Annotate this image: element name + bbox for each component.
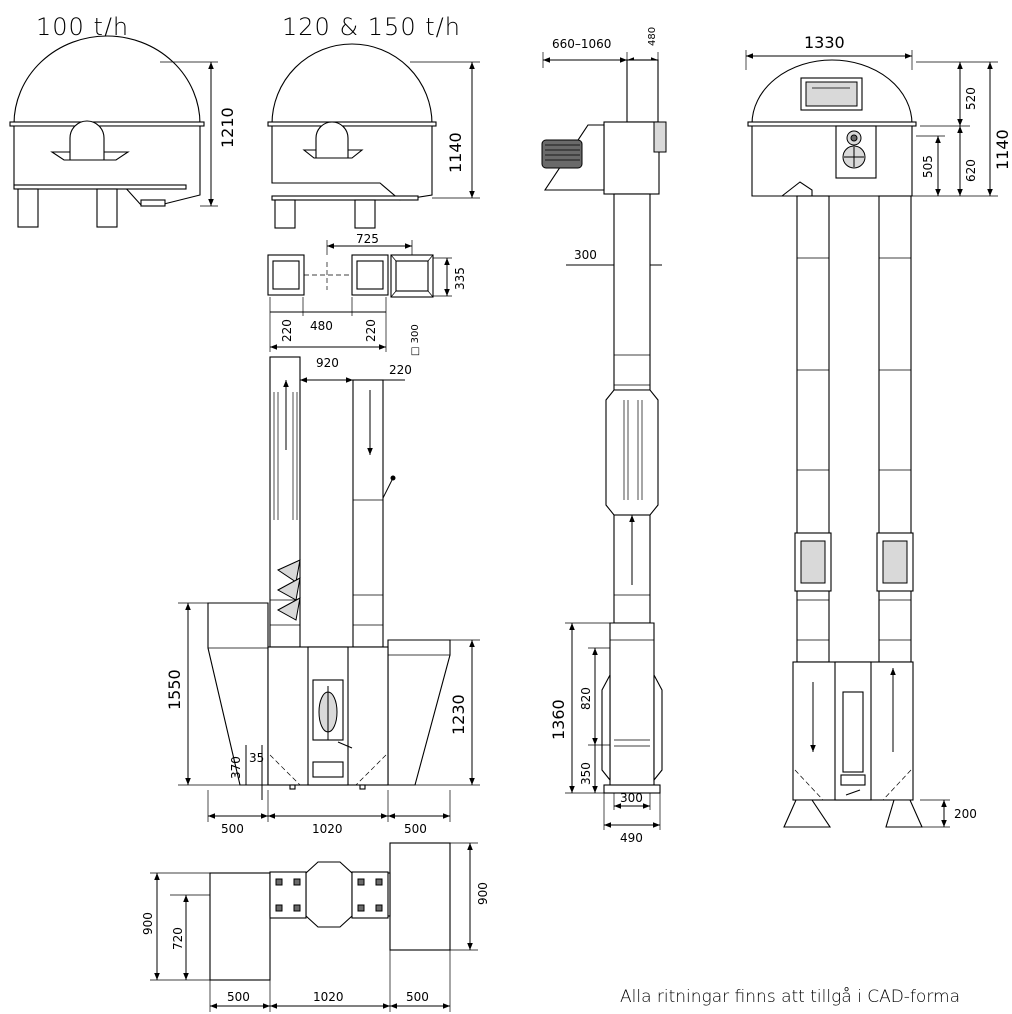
dim-200: 200 (954, 807, 977, 821)
dim-220-b: 220 (364, 319, 378, 342)
side-elevation: 660–1060 480 300 (541, 27, 667, 845)
hood-120-150-view: 1140 (267, 43, 480, 229)
dim-350: 350 (579, 762, 593, 785)
dim-505: 505 (921, 155, 935, 178)
hood-100-view: 1210 (9, 35, 237, 228)
dim-480: 480 (310, 319, 333, 333)
dim-500-a: 500 (221, 822, 244, 836)
dim-725: 725 (356, 232, 379, 246)
dim-35: 35 (249, 751, 264, 765)
dim-220-c: 220 (389, 363, 412, 377)
dim-300-base: 300 (620, 791, 643, 805)
dim-1230: 1230 (449, 694, 468, 735)
top-openings-plan: 725 335 220 480 220 □ 300 920 (267, 232, 467, 370)
dim-660-1060: 660–1060 (552, 37, 611, 51)
dim-900-right: 900 (476, 882, 490, 905)
title-120-150-th: 120 & 150 t/h (282, 13, 461, 41)
dim-1330: 1330 (804, 33, 845, 52)
dim-1020-a: 1020 (312, 822, 343, 836)
cad-note: Alla ritningar finns att tillgå i CAD-fo… (620, 986, 960, 1007)
dim-300-square: □ 300 (410, 324, 421, 356)
dim-480-top: 480 (647, 27, 658, 46)
dim-370: 370 (229, 756, 243, 779)
dim-620: 620 (964, 159, 978, 182)
front-elevation: 220 15 (165, 356, 480, 836)
dim-1360: 1360 (549, 699, 568, 740)
dim-490: 490 (620, 831, 643, 845)
dim-500-c: 500 (227, 990, 250, 1004)
dim-1020-b: 1020 (313, 990, 344, 1004)
dim-720: 720 (171, 927, 185, 950)
dim-920: 920 (316, 356, 339, 370)
dim-500-b: 500 (404, 822, 427, 836)
dim-820: 820 (579, 687, 593, 710)
dim-1140-right: 1140 (993, 129, 1012, 170)
dim-1140-left: 1140 (446, 132, 465, 173)
dim-300-pipe: 300 (574, 248, 597, 262)
bottom-plan: 900 720 900 500 1020 500 (141, 842, 490, 1012)
right-elevation: 1330 (745, 33, 1012, 828)
dim-220-a: 220 (280, 319, 294, 342)
dim-520: 520 (964, 87, 978, 110)
dim-900-left: 900 (141, 912, 155, 935)
dim-500-d: 500 (406, 990, 429, 1004)
dim-335: 335 (453, 267, 467, 290)
dim-1550: 1550 (165, 669, 184, 710)
dim-1210: 1210 (218, 107, 237, 148)
